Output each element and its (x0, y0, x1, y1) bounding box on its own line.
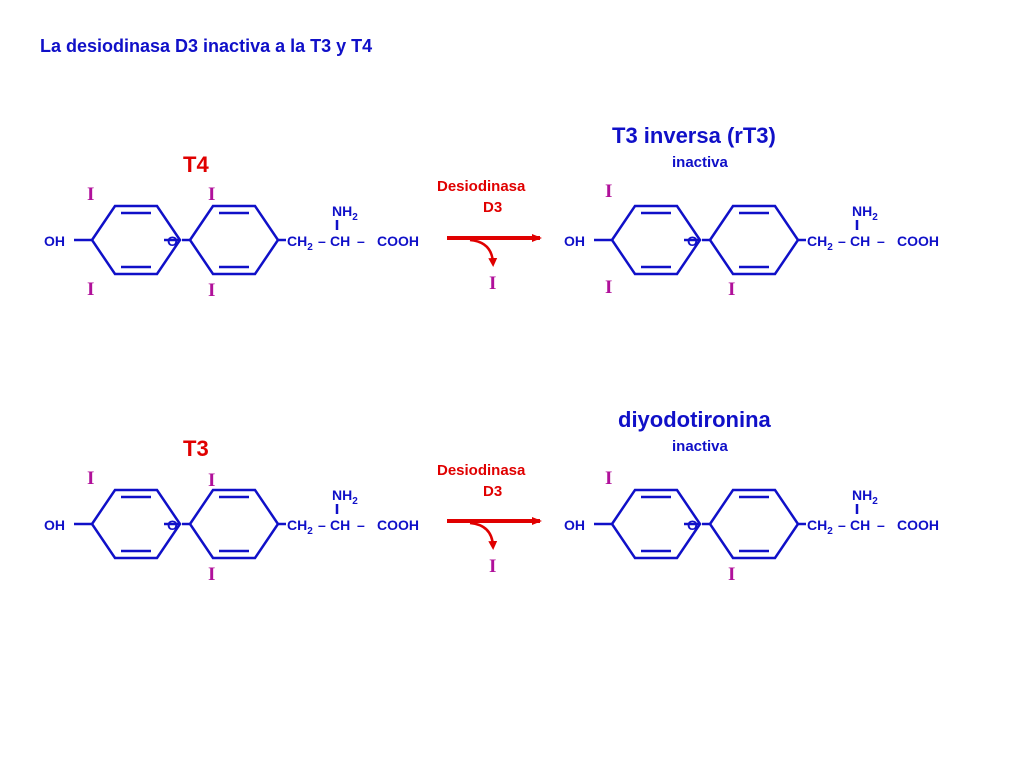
cooh-group: COOH (377, 517, 419, 533)
iodine-atom: I (605, 277, 612, 298)
ch2-group: CH2 (807, 233, 833, 253)
t3-label: T3 (183, 436, 209, 461)
iodine-atom: I (208, 184, 215, 205)
bond-dash: – (318, 517, 326, 533)
enzyme-label: Desiodinasa (437, 462, 526, 479)
bond-dash: – (877, 233, 885, 249)
nh2-group: NH2 (852, 487, 878, 507)
bond-dash: – (838, 517, 846, 533)
iodine-atom: I (87, 279, 94, 300)
cooh-group: COOH (897, 233, 939, 249)
iodine-atom: I (728, 279, 735, 300)
page-title: La desiodinasa D3 inactiva a la T3 y T4 (40, 36, 372, 56)
iodine-atom: I (87, 468, 94, 489)
t4-molecule: T4 OH O CH2 – CH – COOH NH2 I I I I (44, 152, 419, 301)
nh2-group: NH2 (332, 203, 358, 223)
released-iodine: I (489, 273, 496, 294)
nh2-group: NH2 (332, 487, 358, 507)
iodine-atom: I (87, 184, 94, 205)
iodine-atom: I (605, 468, 612, 489)
cooh-group: COOH (897, 517, 939, 533)
rt3-molecule: T3 inversa (rT3) inactiva OH O CH2 – CH … (564, 123, 939, 300)
reaction-bottom: Desiodinasa D3 I (437, 462, 542, 577)
diiodothyronine-molecule: diyodotironina inactiva OH O CH2 – CH – … (564, 407, 939, 585)
iodine-atom: I (208, 564, 215, 585)
enzyme-sub-label: D3 (483, 199, 502, 216)
t2-label: diyodotironina (618, 407, 772, 432)
reaction-top: Desiodinasa D3 I (437, 178, 542, 294)
released-iodine: I (489, 556, 496, 577)
bond-dash: – (318, 233, 326, 249)
ch2-group: CH2 (287, 517, 313, 537)
iodine-atom: I (728, 564, 735, 585)
rt3-label: T3 inversa (rT3) (612, 123, 776, 148)
iodine-atom: I (208, 470, 215, 491)
oh-group: OH (44, 233, 65, 249)
iodine-atom: I (605, 181, 612, 202)
oh-group: OH (564, 517, 585, 533)
bond-dash: – (357, 233, 365, 249)
iodide-release-arrow (469, 238, 498, 267)
ether-oxygen: O (687, 233, 698, 249)
ether-oxygen: O (167, 233, 178, 249)
bond-dash: – (357, 517, 365, 533)
ether-oxygen: O (687, 517, 698, 533)
nh2-group: NH2 (852, 203, 878, 223)
rt3-sublabel: inactiva (672, 154, 729, 171)
enzyme-sub-label: D3 (483, 483, 502, 500)
cooh-group: COOH (377, 233, 419, 249)
ch-group: CH (850, 517, 870, 533)
bond-dash: – (838, 233, 846, 249)
ch-group: CH (330, 233, 350, 249)
ch-group: CH (850, 233, 870, 249)
ch-group: CH (330, 517, 350, 533)
enzyme-label: Desiodinasa (437, 178, 526, 195)
ch2-group: CH2 (287, 233, 313, 253)
t2-sublabel: inactiva (672, 438, 729, 455)
iodine-atom: I (208, 280, 215, 301)
t4-label: T4 (183, 152, 209, 177)
ch2-group: CH2 (807, 517, 833, 537)
oh-group: OH (564, 233, 585, 249)
ether-oxygen: O (167, 517, 178, 533)
bond-dash: – (877, 517, 885, 533)
t3-molecule: T3 OH O CH2 – CH – COOH NH2 I I I (44, 436, 419, 585)
iodide-release-arrow (469, 521, 498, 550)
oh-group: OH (44, 517, 65, 533)
